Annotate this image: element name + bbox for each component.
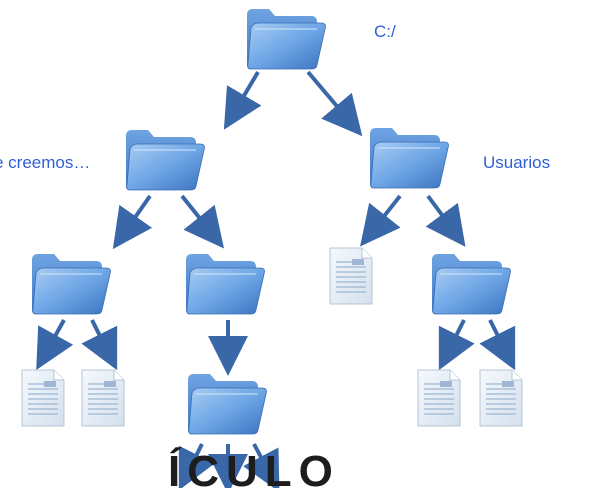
document-icon: [329, 247, 373, 305]
document-icon: [21, 369, 65, 427]
folder-icon: [187, 373, 268, 435]
document-icon: [81, 369, 125, 427]
left-folder-label: e creemos…: [0, 153, 91, 172]
arrow-icon: [360, 194, 402, 247]
arrow-icon: [81, 319, 118, 371]
arrow-icon: [112, 194, 153, 250]
arrows: [36, 70, 516, 488]
arrow-icon: [425, 194, 466, 247]
folder-icon: [125, 129, 206, 191]
document-icon: [479, 369, 523, 427]
right-folder-label: Usuarios: [483, 153, 551, 172]
arrow-icon: [36, 319, 74, 370]
arrow-icon: [223, 70, 262, 130]
document-icon: [417, 369, 461, 427]
folder-icon: [431, 253, 512, 315]
arrow-icon: [180, 194, 224, 249]
arrow-icon: [479, 319, 516, 371]
folder-icon: [31, 253, 112, 315]
arrow-icon: [178, 443, 215, 488]
folder-icon: [185, 253, 266, 315]
arrow-icon: [243, 443, 280, 488]
bottom-heading-text: ÍCULO: [168, 447, 340, 488]
arrow-icon: [306, 70, 363, 137]
root-folder-label: C:/: [374, 22, 396, 41]
arrow-icon: [438, 319, 475, 371]
folder-icon: [369, 127, 450, 189]
folder-icon: [246, 8, 327, 70]
